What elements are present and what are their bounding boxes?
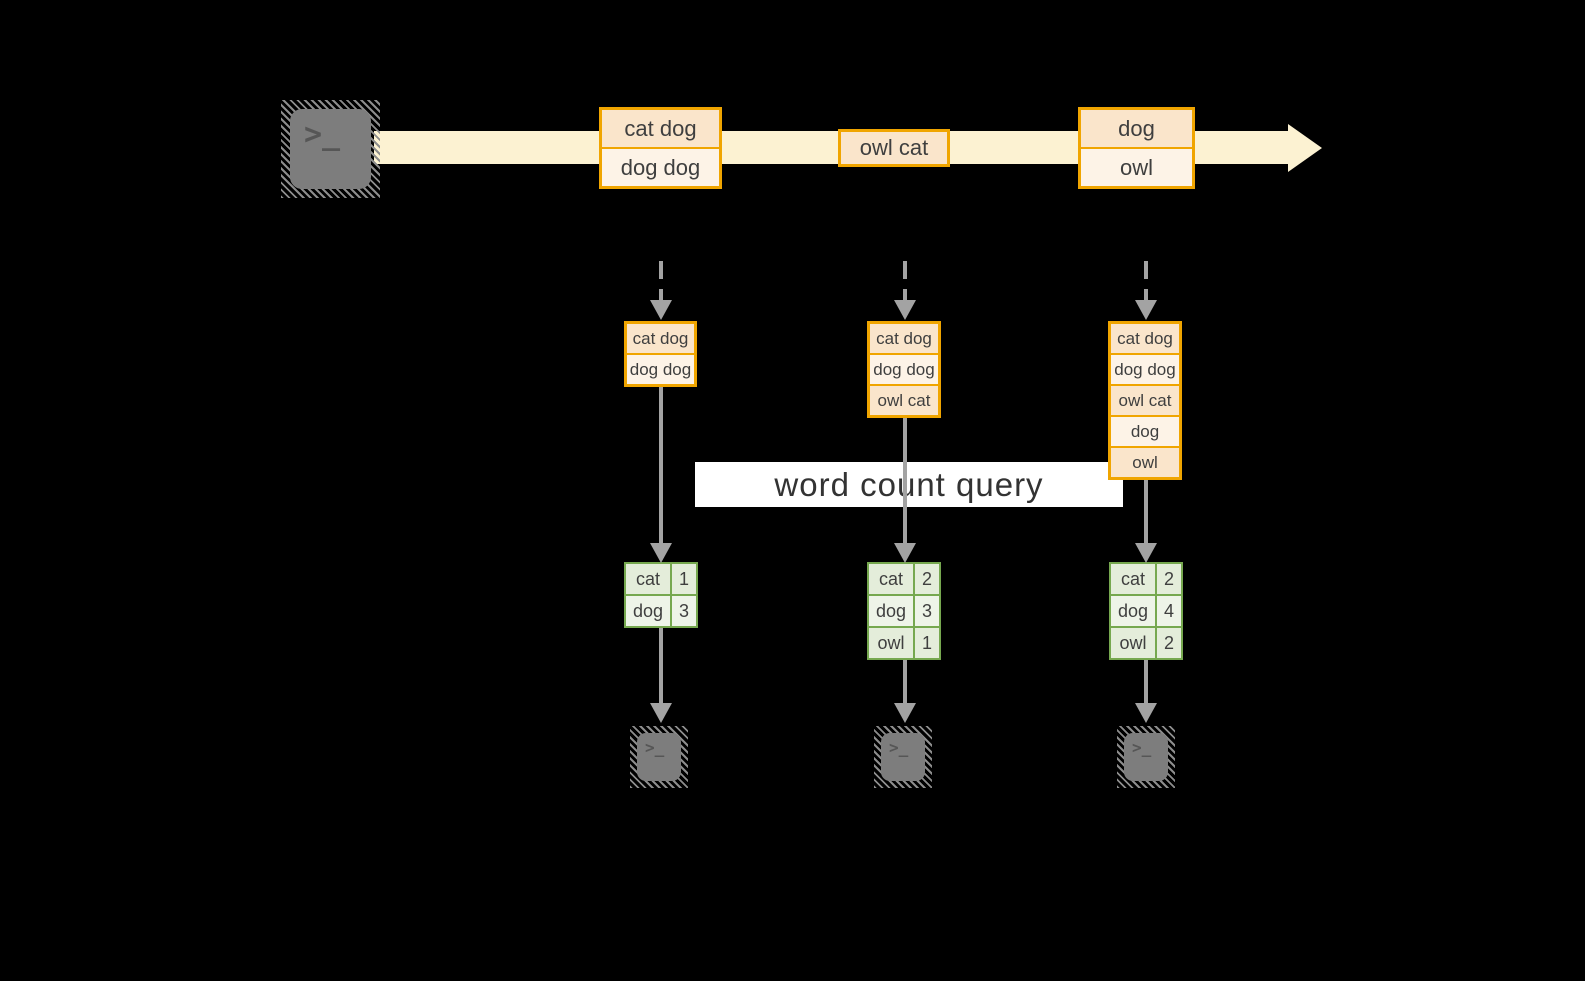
- terminal-icon: >_: [874, 726, 932, 788]
- word-count-table-2: cat 2 dog 3 owl 1: [867, 562, 941, 660]
- count-cell: 2: [1157, 564, 1181, 594]
- arrow-line: [1144, 660, 1148, 705]
- stream-arrowhead-icon: [1288, 124, 1322, 172]
- stack-item: owl cat: [870, 384, 938, 415]
- stack-item: owl: [1111, 446, 1179, 477]
- count-cell: 3: [915, 596, 939, 626]
- terminal-prompt-glyph: >_: [637, 733, 681, 781]
- stack-item: dog dog: [870, 353, 938, 384]
- batch-item: dog: [1081, 110, 1192, 147]
- terminal-prompt-glyph: >_: [290, 109, 371, 189]
- arrow-line: [903, 660, 907, 705]
- word-cell: dog: [869, 596, 913, 626]
- word-cell: dog: [626, 596, 670, 626]
- micro-batch-stack-2: cat dog dog dog owl cat: [867, 321, 941, 418]
- word-cell: cat: [626, 564, 670, 594]
- arrowhead-icon: [650, 703, 672, 723]
- count-cell: 1: [672, 564, 696, 594]
- batch-item: dog dog: [602, 147, 719, 186]
- query-banner-label: word count query: [774, 465, 1044, 503]
- batch-item: cat dog: [602, 110, 719, 147]
- stream-batch-3: dog owl: [1078, 107, 1195, 189]
- stack-item: dog dog: [1111, 353, 1179, 384]
- arrow-line: [659, 628, 663, 703]
- query-banner: word count query: [695, 462, 1123, 507]
- stack-item: dog: [1111, 415, 1179, 446]
- arrow-line: [903, 418, 907, 545]
- dashed-arrow-line: [1144, 261, 1148, 301]
- stream-batch-2: owl cat: [838, 129, 950, 167]
- stack-item: dog dog: [627, 353, 694, 384]
- arrowhead-icon: [650, 543, 672, 563]
- stack-item: owl cat: [1111, 384, 1179, 415]
- word-cell: cat: [1111, 564, 1155, 594]
- dashed-arrowhead-icon: [1135, 300, 1157, 320]
- count-cell: 1: [915, 628, 939, 658]
- arrowhead-icon: [1135, 543, 1157, 563]
- stack-item: cat dog: [870, 324, 938, 353]
- arrowhead-icon: [1135, 703, 1157, 723]
- arrowhead-icon: [894, 703, 916, 723]
- terminal-icon: >_: [1117, 726, 1175, 788]
- word-cell: owl: [1111, 628, 1155, 658]
- arrow-line: [659, 387, 663, 545]
- terminal-icon: >_: [281, 100, 380, 198]
- count-cell: 4: [1157, 596, 1181, 626]
- arrowhead-icon: [894, 543, 916, 563]
- stack-item: cat dog: [627, 324, 694, 353]
- batch-item: owl: [1081, 147, 1192, 186]
- micro-batch-stack-1: cat dog dog dog: [624, 321, 697, 387]
- micro-batch-stack-3: cat dog dog dog owl cat dog owl: [1108, 321, 1182, 480]
- dashed-arrow-line: [903, 261, 907, 301]
- word-cell: owl: [869, 628, 913, 658]
- stream-batch-1: cat dog dog dog: [599, 107, 722, 189]
- terminal-prompt-glyph: >_: [1124, 733, 1168, 781]
- count-cell: 2: [915, 564, 939, 594]
- word-count-table-3: cat 2 dog 4 owl 2: [1109, 562, 1183, 660]
- terminal-icon: >_: [630, 726, 688, 788]
- word-cell: dog: [1111, 596, 1155, 626]
- arrow-line: [1144, 480, 1148, 545]
- batch-item: owl cat: [841, 132, 947, 164]
- word-cell: cat: [869, 564, 913, 594]
- word-count-table-1: cat 1 dog 3: [624, 562, 698, 628]
- count-cell: 3: [672, 596, 696, 626]
- terminal-prompt-glyph: >_: [881, 733, 925, 781]
- dashed-arrow-line: [659, 261, 663, 301]
- stack-item: cat dog: [1111, 324, 1179, 353]
- count-cell: 2: [1157, 628, 1181, 658]
- dashed-arrowhead-icon: [650, 300, 672, 320]
- dashed-arrowhead-icon: [894, 300, 916, 320]
